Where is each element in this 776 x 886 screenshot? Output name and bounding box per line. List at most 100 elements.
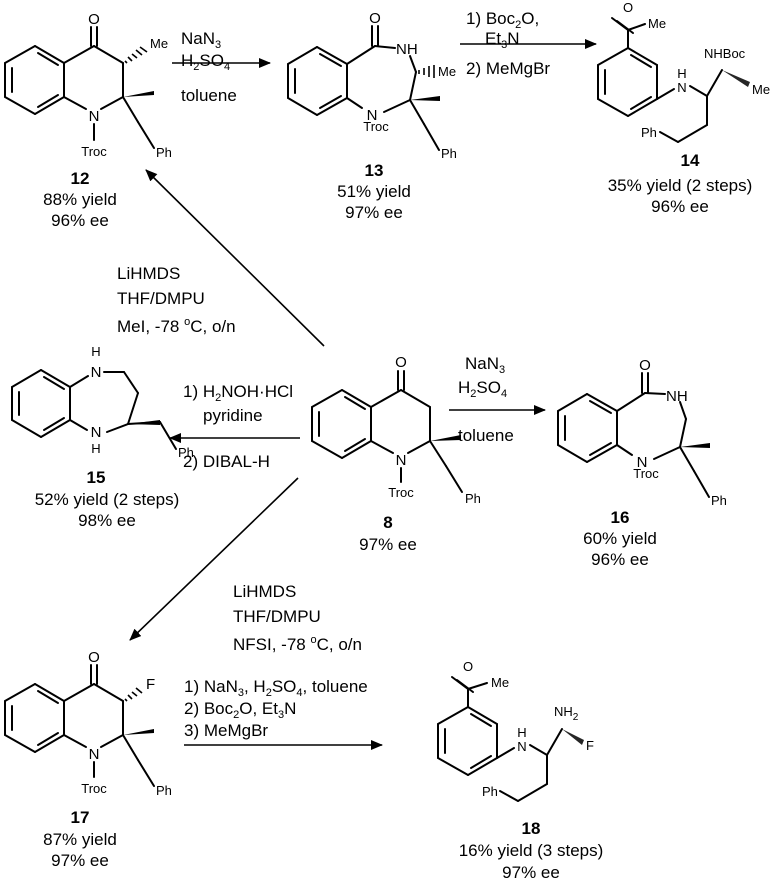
compound-8-ee: 97% ee: [359, 535, 417, 554]
compound-15: H N N H Ph 15 52% yield (2 steps) 98% ee: [11, 344, 194, 530]
compound-13-troc: Troc: [363, 119, 389, 134]
conditions-13-to-14: 1) Boc2O, Et3N 2) MeMgBr: [466, 9, 550, 78]
svg-text:Et3N: Et3N: [485, 29, 519, 51]
compound-14-ee: 96% ee: [651, 197, 709, 216]
compound-16: O NH N Troc Ph 16 60% yield 96% ee: [557, 357, 727, 569]
conditions-8-to-12: LiHMDS THF/DMPU MeI, -78 oC, o/n: [117, 264, 236, 336]
compound-12: O Me N Troc Ph 12 88% yield 96% ee: [4, 11, 172, 230]
compound-13-nitrogen: N: [367, 107, 378, 124]
compound-17-ee: 97% ee: [51, 851, 109, 870]
svg-text:NFSI, -78 oC, o/n: NFSI, -78 oC, o/n: [233, 634, 362, 654]
compound-12-nitrogen: N: [89, 108, 100, 125]
compound-18: O Me H N NH2 F Ph 18 16% yield (3 steps)…: [437, 659, 604, 882]
compound-18-yield: 16% yield (3 steps): [459, 841, 604, 860]
compound-17-phenyl: Ph: [156, 783, 172, 798]
compound-12-number: 12: [71, 169, 90, 188]
compound-18-amine-n: N: [517, 739, 526, 754]
compound-12-methyl: Me: [150, 36, 168, 51]
compound-15-bottom-h: H: [91, 441, 100, 456]
compound-18-nh2: NH2: [554, 704, 579, 723]
compound-17-hashed-bond: [124, 687, 143, 702]
compound-13-bonds: [287, 25, 440, 151]
compound-14-amine-h: H: [677, 66, 686, 81]
compound-17-bonds: [4, 664, 155, 787]
compound-8-phenyl: Ph: [465, 491, 481, 506]
compound-8-nitrogen: N: [396, 452, 407, 469]
compound-18-number: 18: [522, 819, 541, 838]
compound-12-oxygen: O: [88, 11, 100, 28]
compound-13-yield: 51% yield: [337, 182, 411, 201]
compound-13-hashed-bond: [418, 65, 435, 78]
compound-8: O N Troc Ph 8 97% ee: [311, 354, 481, 554]
svg-text:LiHMDS: LiHMDS: [233, 582, 296, 601]
compound-16-phenyl: Ph: [711, 493, 727, 508]
compound-15-wedge-bond: [128, 420, 160, 425]
compound-16-amide-nh: NH: [666, 388, 688, 405]
svg-text:1) Boc2O,: 1) Boc2O,: [466, 9, 539, 31]
compound-14-bonds: [597, 17, 723, 143]
compound-14-oxygen: O: [623, 0, 633, 15]
compound-17-number: 17: [71, 808, 90, 827]
compound-14-yield: 35% yield (2 steps): [608, 176, 753, 195]
compound-18-ee: 97% ee: [502, 863, 560, 882]
svg-text:H2SO4: H2SO4: [181, 51, 230, 73]
compound-16-number: 16: [611, 508, 630, 527]
compound-16-nitrogen: N: [637, 454, 648, 471]
compound-16-troc: Troc: [633, 466, 659, 481]
svg-text:toluene: toluene: [458, 426, 514, 445]
compound-13-wedge-bond: [410, 96, 440, 101]
compound-16-ee: 96% ee: [591, 550, 649, 569]
svg-text:LiHMDS: LiHMDS: [117, 264, 180, 283]
compound-13-ee: 97% ee: [345, 203, 403, 222]
compound-18-amine-h: H: [517, 725, 526, 740]
compound-14-methyl: Me: [752, 82, 770, 97]
compound-14: Me O H N NHBoc Me Ph 14 35% yield (2 ste…: [597, 0, 770, 216]
compound-13-amide-nh: NH: [396, 41, 418, 58]
compound-16-oxygen: O: [639, 357, 651, 374]
arrow-8-to-17: [129, 477, 299, 641]
compound-18-oxygen: O: [463, 659, 473, 674]
compound-8-troc: Troc: [388, 485, 414, 500]
compound-12-troc: Troc: [81, 144, 107, 159]
compound-18-fluorine: F: [586, 738, 594, 753]
compound-12-ee: 96% ee: [51, 211, 109, 230]
compound-12-hashed-bond: [124, 46, 148, 64]
compound-13-oxygen: O: [369, 10, 381, 27]
compound-14-hashed-wedge: [722, 70, 750, 87]
compound-17-yield: 87% yield: [43, 830, 117, 849]
compound-13-number: 13: [365, 161, 384, 180]
svg-text:3) MeMgBr: 3) MeMgBr: [184, 721, 268, 740]
arrow-8-to-12: [145, 169, 325, 347]
compound-14-nhboc: NHBoc: [704, 46, 746, 61]
svg-text:toluene: toluene: [181, 86, 237, 105]
compound-15-top-n: N: [91, 364, 102, 381]
compound-18-methyl: Me: [491, 675, 509, 690]
compound-18-hashed-wedge: [562, 729, 584, 745]
compound-15-top-h: H: [91, 344, 100, 359]
svg-text:2) Boc2O, Et3N: 2) Boc2O, Et3N: [184, 699, 296, 721]
compound-18-bonds: [437, 676, 563, 802]
compound-17-fluorine: F: [146, 676, 155, 693]
compound-16-wedge-bond: [680, 443, 710, 448]
compound-17-wedge-bond: [123, 729, 154, 735]
compound-17: O F N Troc Ph 17 87% yield 97% ee: [4, 649, 172, 870]
compound-16-yield: 60% yield: [583, 529, 657, 548]
svg-text:THF/DMPU: THF/DMPU: [233, 607, 321, 626]
conditions-17-to-18: 1) NaN3, H2SO4, toluene 2) Boc2O, Et3N 3…: [184, 677, 368, 740]
compound-14-phenyl: Ph: [641, 125, 657, 140]
svg-text:pyridine: pyridine: [203, 406, 263, 425]
svg-text:H2SO4: H2SO4: [458, 378, 507, 400]
compound-13: O NH Me N Troc Ph 13 51% yield 97% ee: [287, 10, 457, 222]
svg-text:THF/DMPU: THF/DMPU: [117, 289, 205, 308]
conditions-8-to-17: LiHMDS THF/DMPU NFSI, -78 oC, o/n: [233, 582, 362, 654]
compound-14-amine-n: N: [677, 80, 686, 95]
compound-8-wedge-bond: [430, 435, 461, 441]
compound-15-yield: 52% yield (2 steps): [35, 490, 180, 509]
compound-13-phenyl: Ph: [441, 146, 457, 161]
svg-text:1) H2NOH·HCl: 1) H2NOH·HCl: [183, 382, 293, 404]
compound-14-number: 14: [681, 151, 700, 170]
compound-17-troc: Troc: [81, 781, 107, 796]
svg-text:NaN3: NaN3: [465, 354, 505, 376]
svg-text:2) MeMgBr: 2) MeMgBr: [466, 59, 550, 78]
